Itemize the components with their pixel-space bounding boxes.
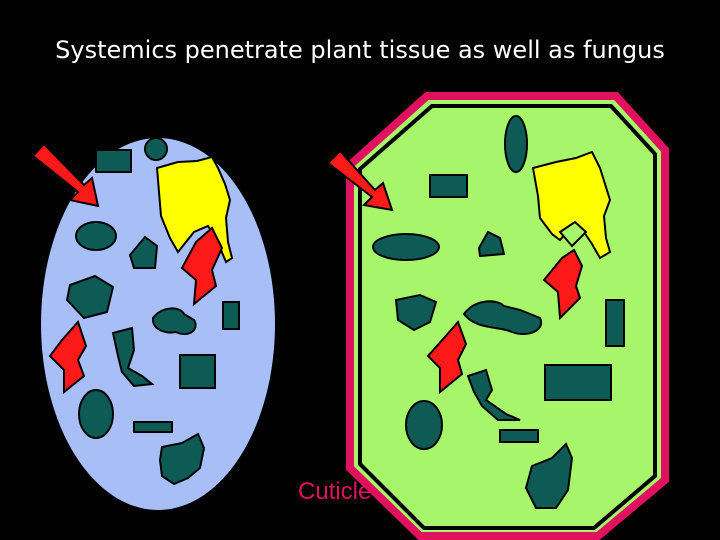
cuticle-label: Cuticle (298, 478, 372, 505)
lightning-icon (426, 320, 468, 395)
organelle (524, 442, 574, 509)
organelle (158, 432, 206, 486)
organelle (477, 230, 506, 258)
organelle (144, 137, 168, 161)
organelle (65, 274, 115, 320)
organelle (429, 174, 468, 198)
organelle (462, 300, 543, 336)
blob-notch (558, 220, 588, 248)
organelle (504, 115, 528, 173)
organelle (75, 221, 117, 251)
lightning-icon (180, 226, 224, 307)
fungus-organelles (65, 137, 240, 486)
penetration-arrows (31, 142, 394, 212)
slide-title: Systemics penetrate plant tissue as well… (55, 36, 665, 64)
fungus-yellow-blob (155, 155, 234, 264)
organelle (95, 149, 132, 173)
lightning-icon (48, 320, 88, 395)
arrow-icon (326, 149, 394, 212)
organelle (466, 368, 521, 421)
plant-yellow-blob (531, 150, 612, 260)
organelle (499, 429, 539, 443)
plant-organelles (372, 115, 625, 509)
organelle (151, 307, 197, 336)
organelle (128, 235, 159, 269)
organelle (372, 233, 440, 261)
organelle (222, 301, 240, 330)
organelle (605, 299, 625, 347)
plant-cell-wall (358, 104, 657, 530)
lightning-shapes (48, 226, 584, 395)
organelle (544, 364, 612, 401)
organelle (394, 293, 438, 332)
arrow-icon (31, 142, 100, 208)
organelle (111, 326, 155, 388)
organelle (133, 421, 173, 433)
organelle (78, 389, 114, 439)
lightning-icon (542, 248, 584, 321)
organelle (405, 400, 443, 450)
organelle (179, 354, 216, 389)
